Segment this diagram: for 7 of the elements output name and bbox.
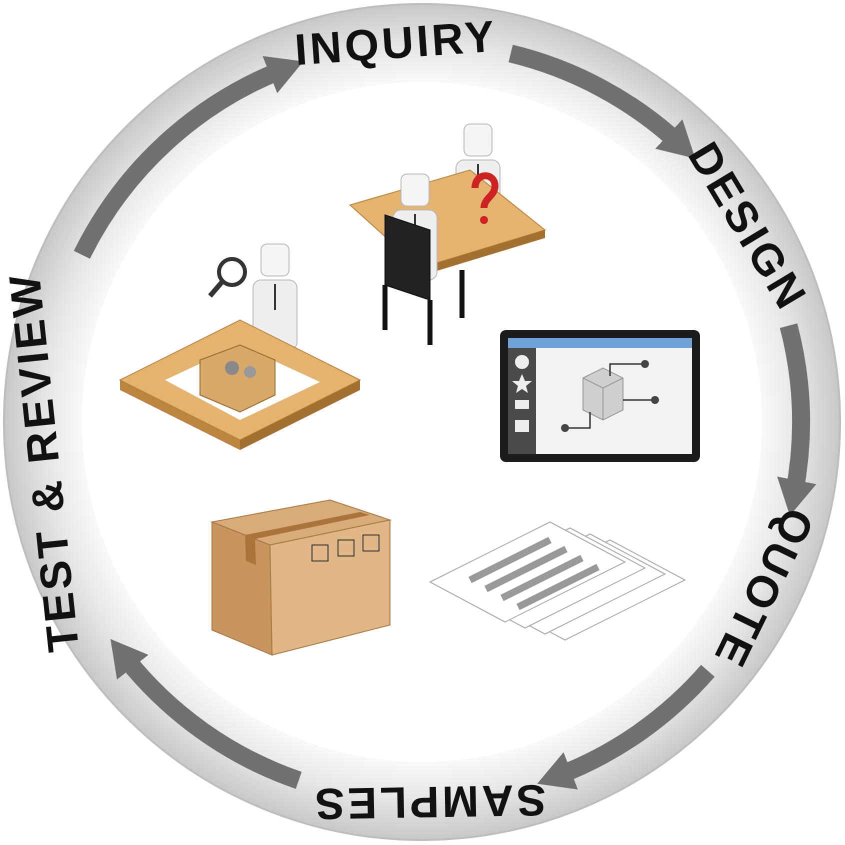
stage-label: SAMPLES — [311, 776, 546, 825]
cycle-arrow — [508, 44, 696, 158]
cycle-arrow — [74, 57, 303, 260]
cycle-arrow — [110, 640, 302, 789]
stage-label: TEST & REVIEW — [3, 270, 87, 654]
stage-label: INQUIRY — [292, 14, 498, 73]
cycle-arrow — [538, 664, 714, 788]
